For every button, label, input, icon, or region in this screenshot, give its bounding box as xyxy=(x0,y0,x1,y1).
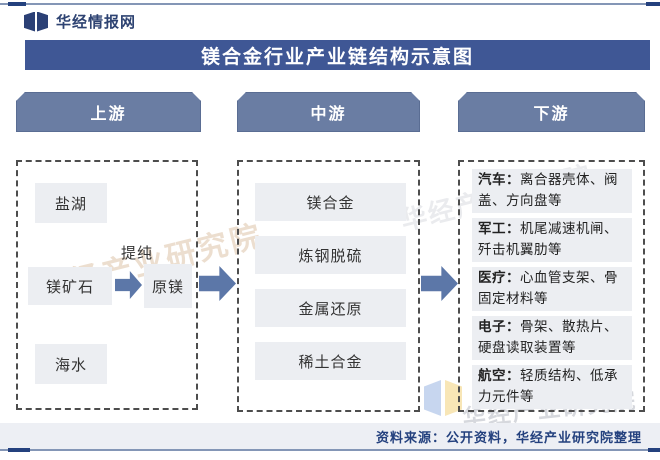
page-title: 镁合金行业产业链结构示意图 xyxy=(25,40,650,70)
downstream-desc: 轻质结构、低承力元件等 xyxy=(478,368,618,405)
arrow-ore-to-raw-magnesium xyxy=(115,271,142,299)
downstream-row-electronics: 电子：骨架、散热片、硬盘读取装置等 xyxy=(472,316,632,360)
downstream-category: 医疗： xyxy=(478,270,520,286)
brand: 华经情报网 xyxy=(24,11,136,32)
midstream-node-metal-reduction: 金属还原 xyxy=(255,289,406,327)
midstream-panel: 镁合金 炼钢脱硫 金属还原 稀土合金 xyxy=(237,160,420,412)
upstream-panel: 盐湖 提纯 镁矿石 原镁 海水 xyxy=(16,160,198,410)
downstream-desc: 心血管支架、骨固定材料等 xyxy=(478,270,618,307)
downstream-row-aerospace: 航空：轻质结构、低承力元件等 xyxy=(472,365,632,409)
brand-logo-icon xyxy=(24,11,48,32)
downstream-category: 航空： xyxy=(478,368,520,384)
downstream-category: 电子： xyxy=(478,319,520,335)
footer-strip: 资料来源：公开资料，华经产业研究院整理 xyxy=(0,423,660,449)
bottom-divider-left-cap xyxy=(8,448,30,452)
downstream-desc: 骨架、散热片、硬盘读取装置等 xyxy=(478,319,618,356)
bottom-divider-right-cap xyxy=(648,448,660,452)
watermark-logo-icon xyxy=(424,380,462,416)
brand-name: 华经情报网 xyxy=(56,13,137,31)
downstream-desc: 机尾减速机闸、歼击机翼肋等 xyxy=(478,221,618,258)
downstream-row-military: 军工：机尾减速机闸、歼击机翼肋等 xyxy=(472,218,632,262)
process-label-purification: 提纯 xyxy=(120,244,153,262)
midstream-node-rare-earth-alloy: 稀土合金 xyxy=(255,342,406,380)
midstream-node-steel-desulfurization: 炼钢脱硫 xyxy=(255,236,406,274)
column-header-downstream: 下游 xyxy=(458,92,645,132)
top-divider-left-cap xyxy=(8,2,26,6)
column-header-midstream: 中游 xyxy=(237,92,420,132)
downstream-desc: 离合器壳体、阀盖、方向盘等 xyxy=(478,172,618,209)
downstream-category: 汽车： xyxy=(478,172,520,188)
bottom-divider-line xyxy=(0,449,660,451)
downstream-panel: 汽车：离合器壳体、阀盖、方向盘等 军工：机尾减速机闸、歼击机翼肋等 医疗：心血管… xyxy=(458,160,645,412)
top-divider-line xyxy=(0,3,660,5)
upstream-node-magnesium-ore: 镁矿石 xyxy=(28,267,112,305)
upstream-node-salt-lake: 盐湖 xyxy=(35,183,107,223)
arrow-midstream-to-downstream xyxy=(421,266,458,301)
arrow-upstream-to-midstream xyxy=(199,266,236,301)
downstream-row-automotive: 汽车：离合器壳体、阀盖、方向盘等 xyxy=(472,169,632,213)
data-source-note: 资料来源：公开资料，华经产业研究院整理 xyxy=(375,430,642,446)
midstream-node-magnesium-alloy: 镁合金 xyxy=(255,183,406,221)
top-divider-right-cap xyxy=(646,2,660,6)
upstream-node-seawater: 海水 xyxy=(35,344,107,384)
downstream-category: 军工： xyxy=(478,221,520,237)
upstream-node-raw-magnesium: 原镁 xyxy=(144,264,192,308)
column-header-upstream: 上游 xyxy=(16,92,201,132)
downstream-row-medical: 医疗：心血管支架、骨固定材料等 xyxy=(472,267,632,311)
